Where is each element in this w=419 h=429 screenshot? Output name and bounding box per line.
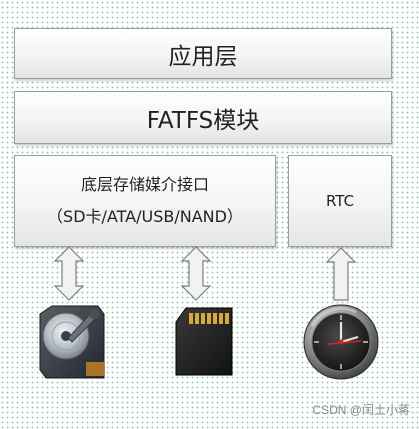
fatfs-module-box: FATFS模块 [14,91,392,144]
clock-up-arrow [325,247,357,301]
sd-card-icon [175,307,233,376]
csdn-watermark: CSDN @闰土小蒋 [312,403,410,417]
disk-double-arrow [53,246,85,301]
sdcard-double-arrow [180,246,212,301]
storage-interface-label: 底层存储媒介接口 [80,175,209,194]
rtc-label: RTC [325,192,355,210]
fatfs-module-label: FATFS模块 [146,107,260,134]
storage-interface-box: 底层存储媒介接口 （SD卡/ATA/USB/NAND） [14,155,276,247]
clock-icon [303,304,379,380]
application-layer-box: 应用层 [14,28,392,79]
storage-interface-types: （SD卡/ATA/USB/NAND） [47,207,243,226]
hard-disk-icon [39,305,105,379]
application-layer-label: 应用层 [168,43,238,70]
rtc-box: RTC [288,155,392,247]
